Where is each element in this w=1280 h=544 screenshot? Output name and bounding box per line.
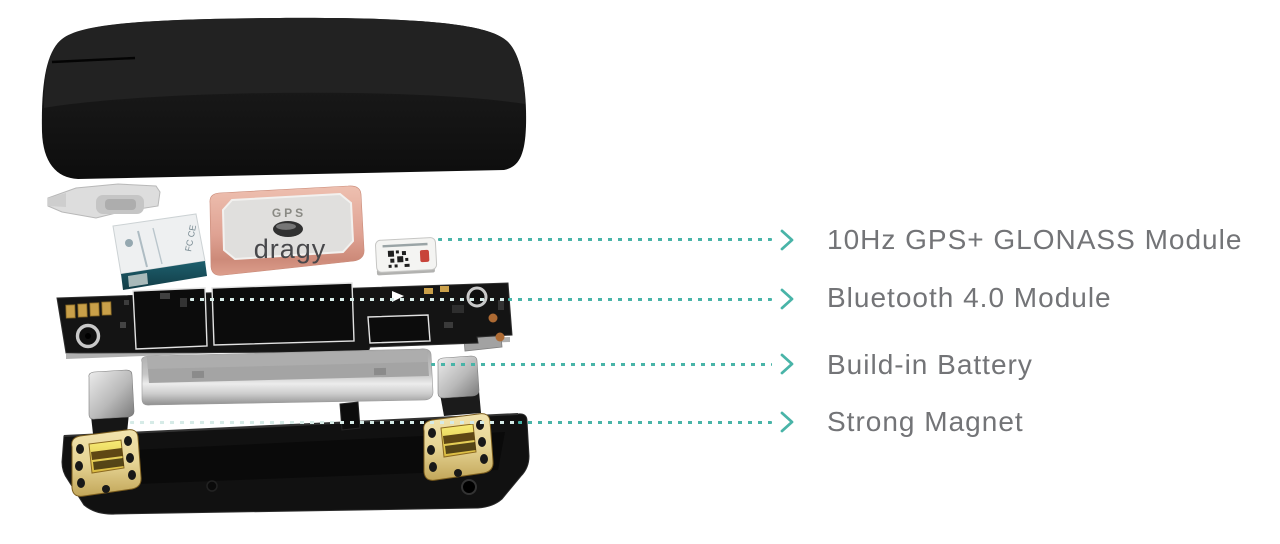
callout-line (518, 421, 772, 424)
top-cover (41, 17, 527, 179)
magnet-bracket-left (71, 429, 142, 497)
device-illustration: FC CE GPS dragy (41, 17, 530, 515)
bottom-case (61, 401, 530, 515)
gps-antenna: GPS dragy (209, 185, 365, 276)
callout-line (190, 298, 508, 301)
pcb-screw-hole-right (466, 286, 488, 308)
chip-datamatrix (387, 250, 410, 268)
callout-label: Strong Magnet (827, 406, 1024, 437)
magnet-left (88, 369, 135, 434)
pcb-board (56, 282, 513, 359)
battery (141, 348, 434, 406)
chip-logo-mark (419, 249, 430, 263)
callout-label: 10Hz GPS+ GLONASS Module (827, 224, 1243, 255)
pcb-gold-contacts (65, 301, 112, 319)
callout-label: Bluetooth 4.0 Module (827, 282, 1112, 313)
arrow-icon (780, 229, 794, 251)
arrow-icon (780, 411, 794, 433)
callout-line (508, 298, 772, 301)
magnet-bracket-right (423, 413, 494, 481)
case-post (339, 401, 361, 431)
antenna-gps-label: GPS (272, 206, 306, 220)
callout-line (438, 238, 772, 241)
callout-line (431, 363, 772, 366)
antenna-brand-label: dragy (254, 234, 327, 264)
callout-line (130, 421, 518, 424)
wireless-module-blue: FC CE (112, 213, 207, 290)
magnet-right (437, 355, 481, 416)
light-pipe (47, 183, 161, 219)
gps-module-chip (375, 237, 438, 276)
arrow-icon (780, 288, 794, 310)
led-slit (51, 56, 136, 64)
arrow-icon (780, 353, 794, 375)
callout-label: Build-in Battery (827, 349, 1033, 380)
